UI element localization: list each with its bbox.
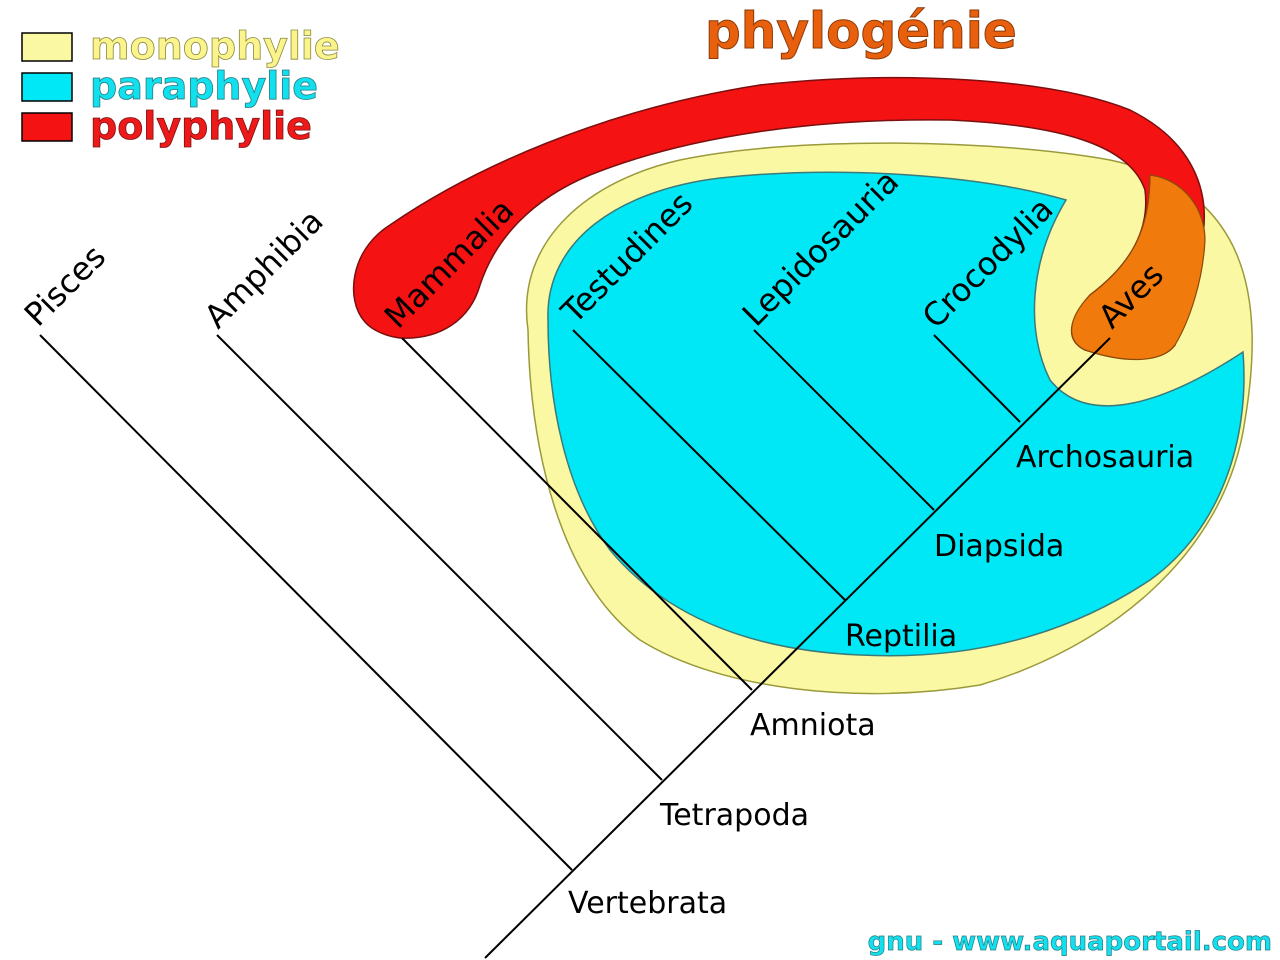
node-archosauria: Archosauria — [1016, 440, 1194, 475]
node-tetrapoda: Tetrapoda — [659, 798, 809, 833]
node-amniota: Amniota — [750, 708, 876, 743]
taxon-amphibia: Amphibia — [197, 202, 331, 336]
node-reptilia: Reptilia — [845, 619, 957, 654]
legend-label-monophyly: monophylie — [90, 24, 340, 68]
branch-lepidosauria — [753, 329, 935, 511]
branch-amphibia — [216, 334, 663, 781]
node-vertebrata: Vertebrata — [568, 886, 727, 921]
legend: monophylie paraphylie polyphylie — [21, 24, 340, 148]
legend-swatch-polyphyly — [21, 112, 73, 142]
legend-label-paraphyly: paraphylie — [90, 64, 318, 108]
paraphyly-region — [547, 171, 1245, 657]
legend-swatch-paraphyly — [21, 72, 73, 102]
branch-testudines — [572, 329, 846, 601]
branch-crocodylia — [933, 334, 1021, 423]
branch-pisces — [39, 334, 573, 871]
aves-overlap-region — [1071, 174, 1206, 361]
diagram-title: phylogénie — [705, 2, 1017, 60]
legend-label-polyphyly: polyphylie — [90, 104, 312, 148]
taxon-pisces: Pisces — [17, 237, 113, 333]
node-diapsida: Diapsida — [934, 529, 1064, 564]
tree-branches — [39, 329, 1111, 959]
branch-mammalia — [401, 337, 753, 691]
credit-text: gnu - www.aquaportail.com — [868, 927, 1272, 957]
main-stem — [484, 337, 1111, 959]
legend-swatch-monophyly — [21, 32, 73, 62]
